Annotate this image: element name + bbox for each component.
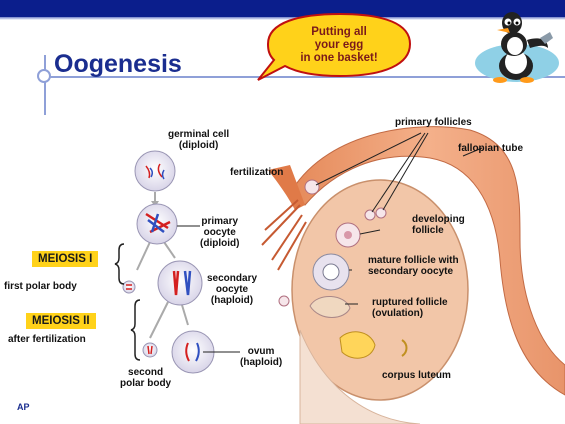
label-second-polar-body: second polar body: [120, 367, 171, 389]
second-polar-body: [143, 343, 157, 357]
label-developing-follicle: developing follicle: [412, 214, 465, 236]
label-ovum: ovum (haploid): [240, 346, 282, 368]
meiosis-1-badge: MEIOSIS I: [32, 251, 98, 267]
label-germinal-cell: germinal cell (diploid): [168, 129, 229, 151]
first-polar-body: [123, 281, 135, 293]
label-primary-follicles: primary follicles: [395, 117, 472, 128]
secondary-oocyte: [158, 261, 202, 305]
germinal-cell: [135, 151, 175, 191]
speech-bubble-line-1: Putting all: [274, 26, 404, 39]
primary-oocyte: [137, 204, 177, 244]
label-fallopian-tube: fallopian tube: [458, 143, 523, 154]
speech-bubble-line-3: in one basket!: [274, 52, 404, 65]
meiosis-2-badge: MEIOSIS II: [26, 313, 96, 329]
label-fertilization: fertilization: [230, 167, 283, 178]
speech-bubble-line-2: your egg: [274, 39, 404, 52]
label-corpus-luteum: corpus luteum: [382, 370, 451, 381]
penguin-mascot-icon: [475, 12, 559, 83]
label-secondary-oocyte: secondary oocyte (haploid): [207, 273, 257, 306]
label-ruptured-follicle: ruptured follicle (ovulation): [372, 297, 448, 319]
footer-text: AP: [17, 402, 30, 412]
cell-lineage: [115, 151, 240, 373]
label-mature-follicle: mature follicle with secondary oocyte: [368, 255, 459, 277]
label-after-fertilization: after fertilization: [8, 334, 86, 345]
label-first-polar-body: first polar body: [4, 281, 77, 292]
label-primary-oocyte: primary oocyte (diploid): [200, 216, 239, 249]
speech-bubble-text: Putting all your egg in one basket!: [274, 26, 404, 65]
